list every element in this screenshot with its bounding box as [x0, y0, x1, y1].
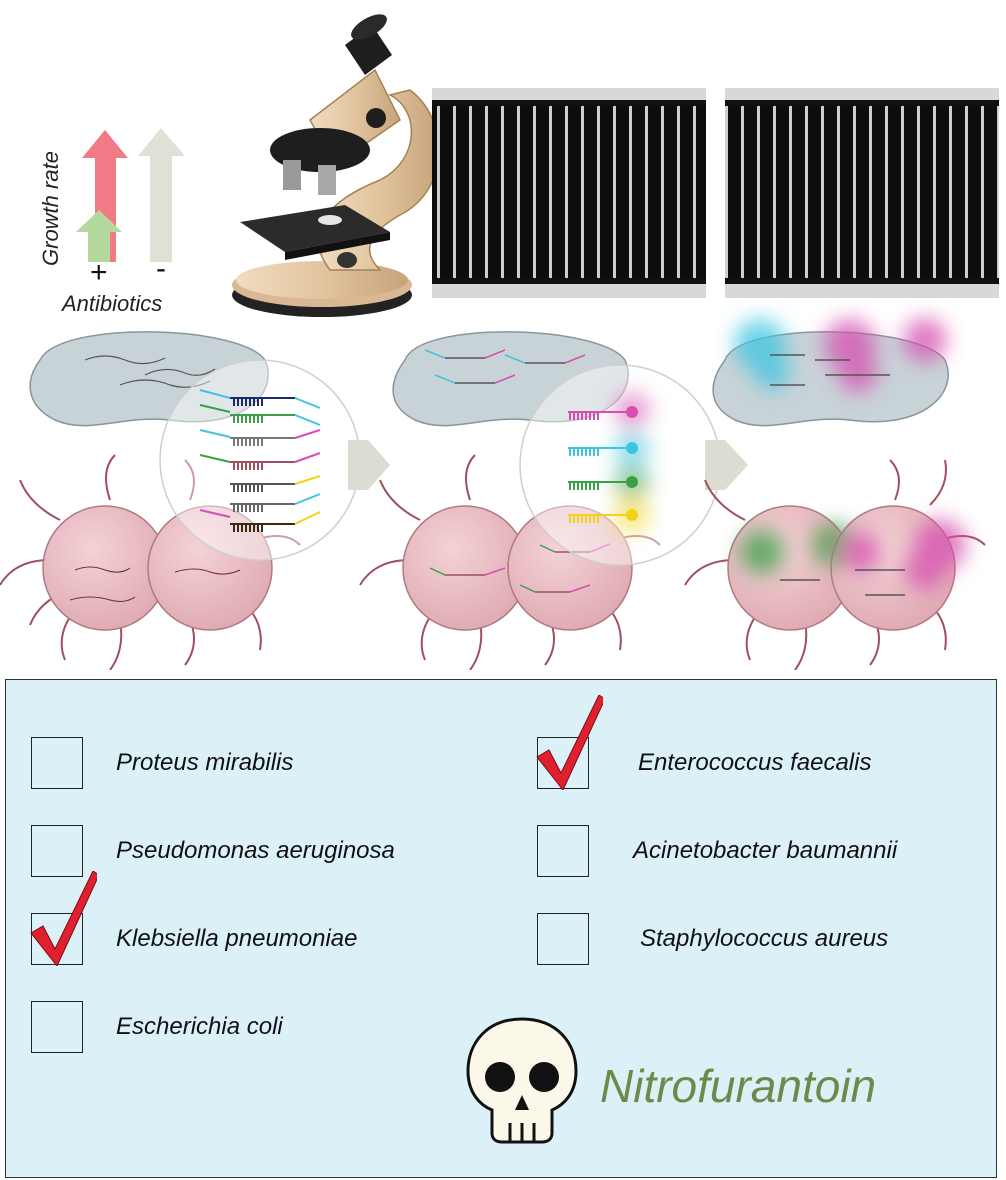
checkmark-icon	[30, 871, 97, 966]
skull-icon	[466, 1017, 578, 1144]
growth-rate-label: Growth rate	[38, 151, 63, 266]
checkbox-acinetobacter-baumannii[interactable]	[537, 825, 589, 877]
growth-arrow-red	[82, 130, 128, 262]
species-label: Acinetobacter baumannii	[633, 837, 898, 864]
antibiotics-label: Antibiotics	[62, 291, 163, 316]
checkbox-staphylococcus-aureus[interactable]	[537, 913, 589, 965]
arrow-right-1	[348, 440, 390, 490]
microfluidic-image-1	[432, 88, 706, 298]
growth-rate-chart	[76, 128, 185, 262]
species-label: Proteus mirabilis	[116, 749, 294, 776]
vesicle-2	[392, 331, 629, 427]
growth-arrow-green	[76, 210, 122, 262]
zoom-circle-2	[519, 364, 721, 566]
plus-label: +	[90, 256, 108, 289]
stage-3	[684, 318, 986, 670]
microscope-icon	[232, 14, 440, 317]
species-label: Enterococcus faecalis	[638, 749, 872, 776]
workflow-illustration	[0, 14, 999, 670]
checkmark-icon	[536, 695, 603, 790]
arrow-right-2	[705, 440, 748, 490]
species-label: Staphylococcus aureus	[640, 925, 889, 952]
species-label: Pseudomonas aeruginosa	[116, 837, 395, 864]
growth-arrow-grey	[138, 128, 185, 262]
minus-label: -	[156, 252, 166, 285]
microfluidic-image-2	[725, 88, 999, 298]
vesicle-1	[29, 331, 269, 427]
stage-1	[0, 331, 361, 670]
checkbox-pseudomonas-aeruginosa[interactable]	[31, 825, 83, 877]
species-label: Escherichia coli	[116, 1013, 283, 1040]
checkbox-escherichia-coli[interactable]	[31, 1001, 83, 1053]
zoom-circle-1	[159, 359, 361, 561]
stage-2	[359, 331, 721, 670]
fluorescent-probes	[568, 406, 638, 524]
drug-name: Nitrofurantoin	[600, 1060, 877, 1112]
probe-stack-1	[199, 389, 321, 533]
species-label: Klebsiella pneumoniae	[116, 925, 358, 952]
checkbox-proteus-mirabilis[interactable]	[31, 737, 83, 789]
